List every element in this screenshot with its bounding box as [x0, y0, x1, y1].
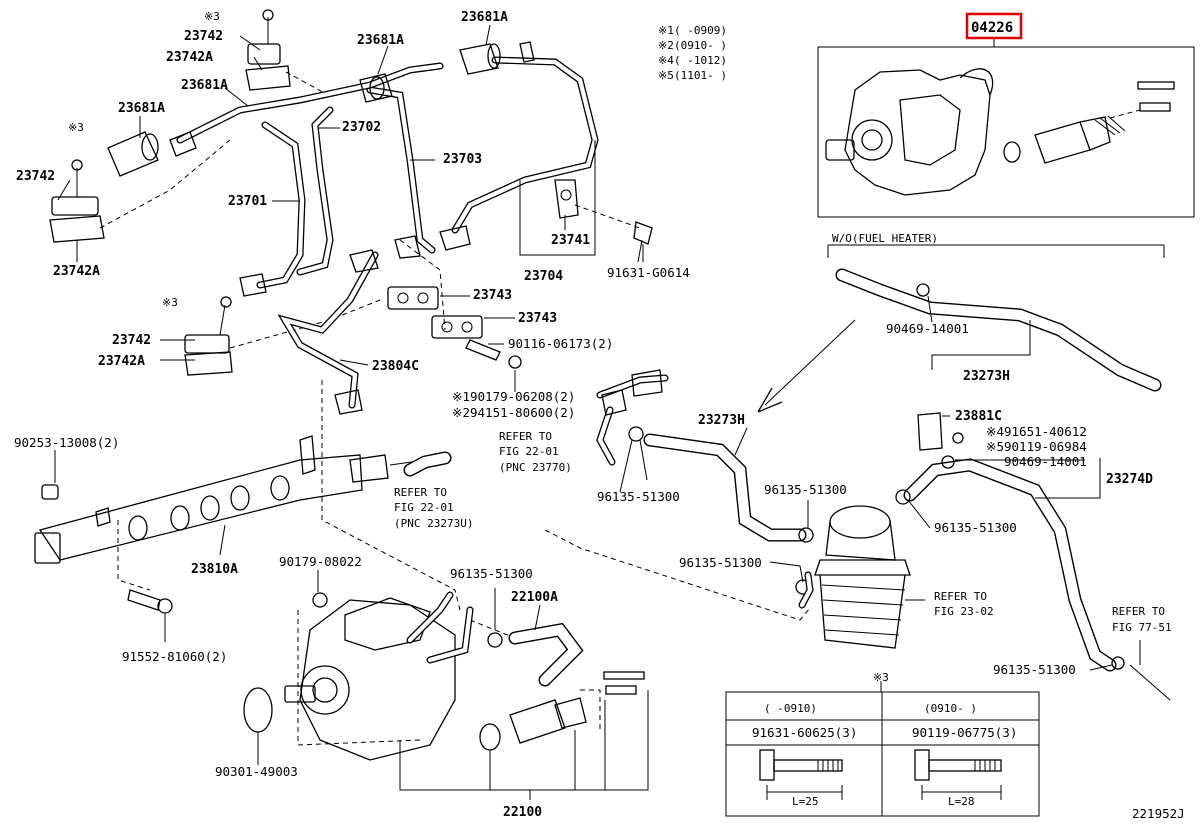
highlight-part-number[interactable]: 04226 — [971, 20, 1013, 36]
bolt-table — [725, 691, 1040, 817]
label-294151[interactable]: ※294151-80600(2) — [452, 405, 575, 420]
legend-mark-1: ※1 — [658, 24, 674, 37]
label-23810A[interactable]: 23810A — [191, 562, 238, 577]
table-col1-header: ( -0910) — [764, 702, 817, 715]
label-x3-left: ※3 — [68, 121, 84, 134]
label-refer-77-51-b[interactable]: FIG 77-51 — [1112, 621, 1172, 634]
label-90179-08022[interactable]: 90179-08022 — [279, 554, 362, 569]
label-23743-a[interactable]: 23743 — [473, 288, 512, 303]
label-x3-table: ※3 — [873, 671, 889, 684]
label-23703[interactable]: 23703 — [443, 152, 482, 167]
fuel-filter — [798, 505, 911, 649]
label-refer-22-01-b[interactable]: FIG 22-01 — [499, 445, 559, 458]
label-190179[interactable]: ※190179-06208(2) — [452, 389, 575, 404]
label-96135-d[interactable]: 96135-51300 — [679, 555, 762, 570]
label-23681A-top[interactable]: 23681A — [461, 10, 508, 25]
hose-clips — [628, 283, 1125, 670]
injector-fittings — [107, 41, 535, 415]
fuel-heater-note: W/O(FUEL HEATER) — [832, 232, 938, 245]
label-refer-2201u-a[interactable]: REFER TO — [394, 486, 447, 499]
legend-text-1: ( -0909) — [674, 24, 727, 37]
table-col2-length: L=28 — [948, 795, 975, 808]
label-90301[interactable]: 90301-49003 — [215, 764, 298, 779]
label-23741[interactable]: 23741 — [551, 233, 590, 248]
legend-text-2: (0910- ) — [674, 39, 727, 52]
table-col2-part[interactable]: 90119-06775(3) — [912, 725, 1017, 740]
label-23702[interactable]: 23702 — [342, 120, 381, 135]
label-23681A-mid[interactable]: 23681A — [357, 33, 404, 48]
label-refer-2201u-c[interactable]: (PNC 23273U) — [394, 517, 473, 530]
label-23881C[interactable]: 23881C — [955, 409, 1002, 424]
dashed-guides — [99, 71, 811, 746]
clamps-top — [49, 9, 291, 376]
label-23273H-b[interactable]: 23273H — [963, 369, 1010, 384]
label-90469-b[interactable]: 90469-14001 — [1004, 454, 1087, 469]
table-col1-length: L=25 — [792, 795, 819, 808]
label-23742-left[interactable]: 23742 — [16, 169, 55, 184]
label-refer-22-01-c[interactable]: (PNC 23770) — [499, 461, 572, 474]
label-90116[interactable]: 90116-06173(2) — [508, 336, 613, 351]
highlight-box — [965, 12, 1023, 40]
common-rail — [34, 435, 441, 614]
label-91631-G0614[interactable]: 91631-G0614 — [607, 265, 690, 280]
label-refer-22-01-a[interactable]: REFER TO — [499, 430, 552, 443]
label-refer-23-02-a[interactable]: REFER TO — [934, 590, 987, 603]
label-90469-a[interactable]: 90469-14001 — [886, 321, 969, 336]
label-96135-b[interactable]: 96135-51300 — [764, 482, 847, 497]
figure-number: 221952J — [1132, 806, 1185, 821]
injection-pipes — [176, 56, 599, 409]
legend-mark-4: ※4 — [658, 54, 674, 67]
label-refer-23-02-b[interactable]: FIG 23-02 — [934, 605, 994, 618]
label-23681A-left2[interactable]: 23681A — [181, 78, 228, 93]
label-96135-c[interactable]: 96135-51300 — [934, 520, 1017, 535]
leader-lines — [54, 24, 1165, 800]
label-22100[interactable]: 22100 — [503, 805, 542, 820]
clamp-23743 — [387, 286, 522, 369]
label-x3-mid: ※3 — [162, 296, 178, 309]
label-23274D[interactable]: 23274D — [1106, 472, 1153, 487]
label-23742A-top[interactable]: 23742A — [166, 50, 213, 65]
label-x3-top: ※3 — [204, 10, 220, 23]
label-96135-f[interactable]: 96135-51300 — [993, 662, 1076, 677]
label-22100A[interactable]: 22100A — [511, 590, 558, 605]
pump-assembly-inset — [817, 38, 1195, 218]
label-23743-b[interactable]: 23743 — [518, 311, 557, 326]
legend-text-5: (1101- ) — [674, 69, 727, 82]
label-23742A-left[interactable]: 23742A — [53, 264, 100, 279]
label-23273H-a[interactable]: 23273H — [698, 413, 745, 428]
label-23681A-left[interactable]: 23681A — [118, 101, 165, 116]
legend-mark-2: ※2 — [658, 39, 674, 52]
label-90253[interactable]: 90253-13008(2) — [14, 435, 119, 450]
label-96135-e[interactable]: 96135-51300 — [450, 566, 533, 581]
supply-pump-22100 — [243, 591, 645, 761]
table-col1-part[interactable]: 91631-60625(3) — [752, 725, 857, 740]
label-91552[interactable]: 91552-81060(2) — [122, 649, 227, 664]
label-90119-06984[interactable]: ※590119-06984 — [986, 439, 1087, 454]
label-23701[interactable]: 23701 — [228, 194, 267, 209]
label-23742A-mid[interactable]: 23742A — [98, 354, 145, 369]
label-23804C[interactable]: 23804C — [372, 359, 419, 374]
label-23742-mid[interactable]: 23742 — [112, 333, 151, 348]
label-refer-2201u-b[interactable]: FIG 22-01 — [394, 501, 454, 514]
label-23704[interactable]: 23704 — [524, 269, 563, 284]
fuel-hoses — [403, 268, 1171, 701]
legend-mark-5: ※5 — [658, 69, 674, 82]
legend-text-4: ( -1012) — [674, 54, 727, 67]
label-91651[interactable]: ※491651-40612 — [986, 424, 1087, 439]
label-96135-a[interactable]: 96135-51300 — [597, 489, 680, 504]
bracket-23741 — [554, 179, 653, 263]
label-23742-top[interactable]: 23742 — [184, 29, 223, 44]
label-refer-77-51-a[interactable]: REFER TO — [1112, 605, 1165, 618]
part-labels: 04226 ※1 ( -0909) ※2 (0910- ) ※4 ( -1012… — [14, 10, 1185, 821]
table-col2-header: (0910- ) — [924, 702, 977, 715]
